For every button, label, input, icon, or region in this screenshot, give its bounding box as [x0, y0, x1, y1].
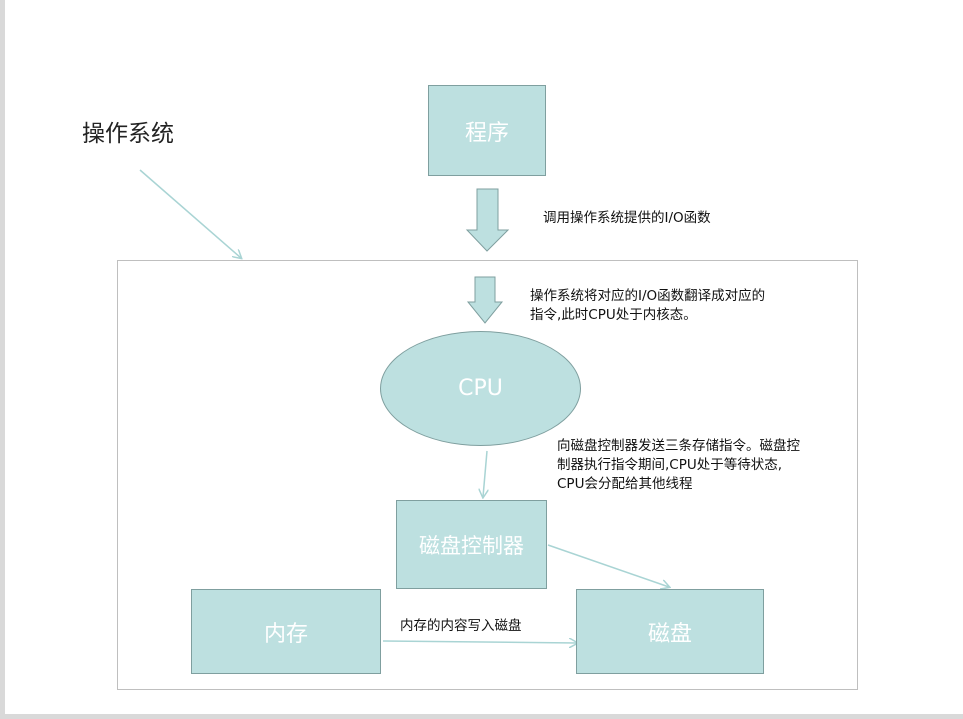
note-translate-line-2: 指令,此时CPU处于内核态。 [530, 307, 697, 323]
memory-to-disk-arrow [382, 641, 577, 643]
os-label: 操作系统 [82, 121, 174, 147]
block-arrow-program-to-os [465, 188, 510, 252]
program-node: 程序 [428, 85, 546, 176]
os-boundary [117, 260, 858, 690]
disk-node: 磁盘 [576, 589, 764, 674]
cpu-node: CPU [380, 331, 581, 446]
controller-to-disk-arrow [547, 544, 669, 587]
note-send-line-3: CPU会分配给其他线程 [557, 476, 693, 492]
os-label-pointer [139, 169, 241, 258]
note-call-io: 调用操作系统提供的I/O函数 [543, 210, 711, 226]
note-write-to-disk: 内存的内容写入磁盘 [400, 618, 522, 634]
bottom-edge [0, 714, 963, 719]
note-send-instructions: 向磁盘控制器发送三条存储指令。磁盘控 制器执行指令期间,CPU处于等待状态, C… [557, 437, 800, 494]
left-edge [0, 0, 5, 719]
note-translate: 操作系统将对应的I/O函数翻译成对应的 指令,此时CPU处于内核态。 [530, 287, 765, 325]
note-translate-line-1: 操作系统将对应的I/O函数翻译成对应的 [530, 288, 766, 304]
block-arrow-os-to-cpu [466, 276, 504, 324]
note-send-line-2: 制器执行指令期间,CPU处于等待状态, [557, 457, 783, 473]
memory-node: 内存 [191, 589, 381, 674]
note-send-line-1: 向磁盘控制器发送三条存储指令。磁盘控 [557, 438, 800, 454]
disk-controller-node: 磁盘控制器 [396, 500, 547, 589]
cpu-to-controller-arrow [483, 450, 487, 497]
